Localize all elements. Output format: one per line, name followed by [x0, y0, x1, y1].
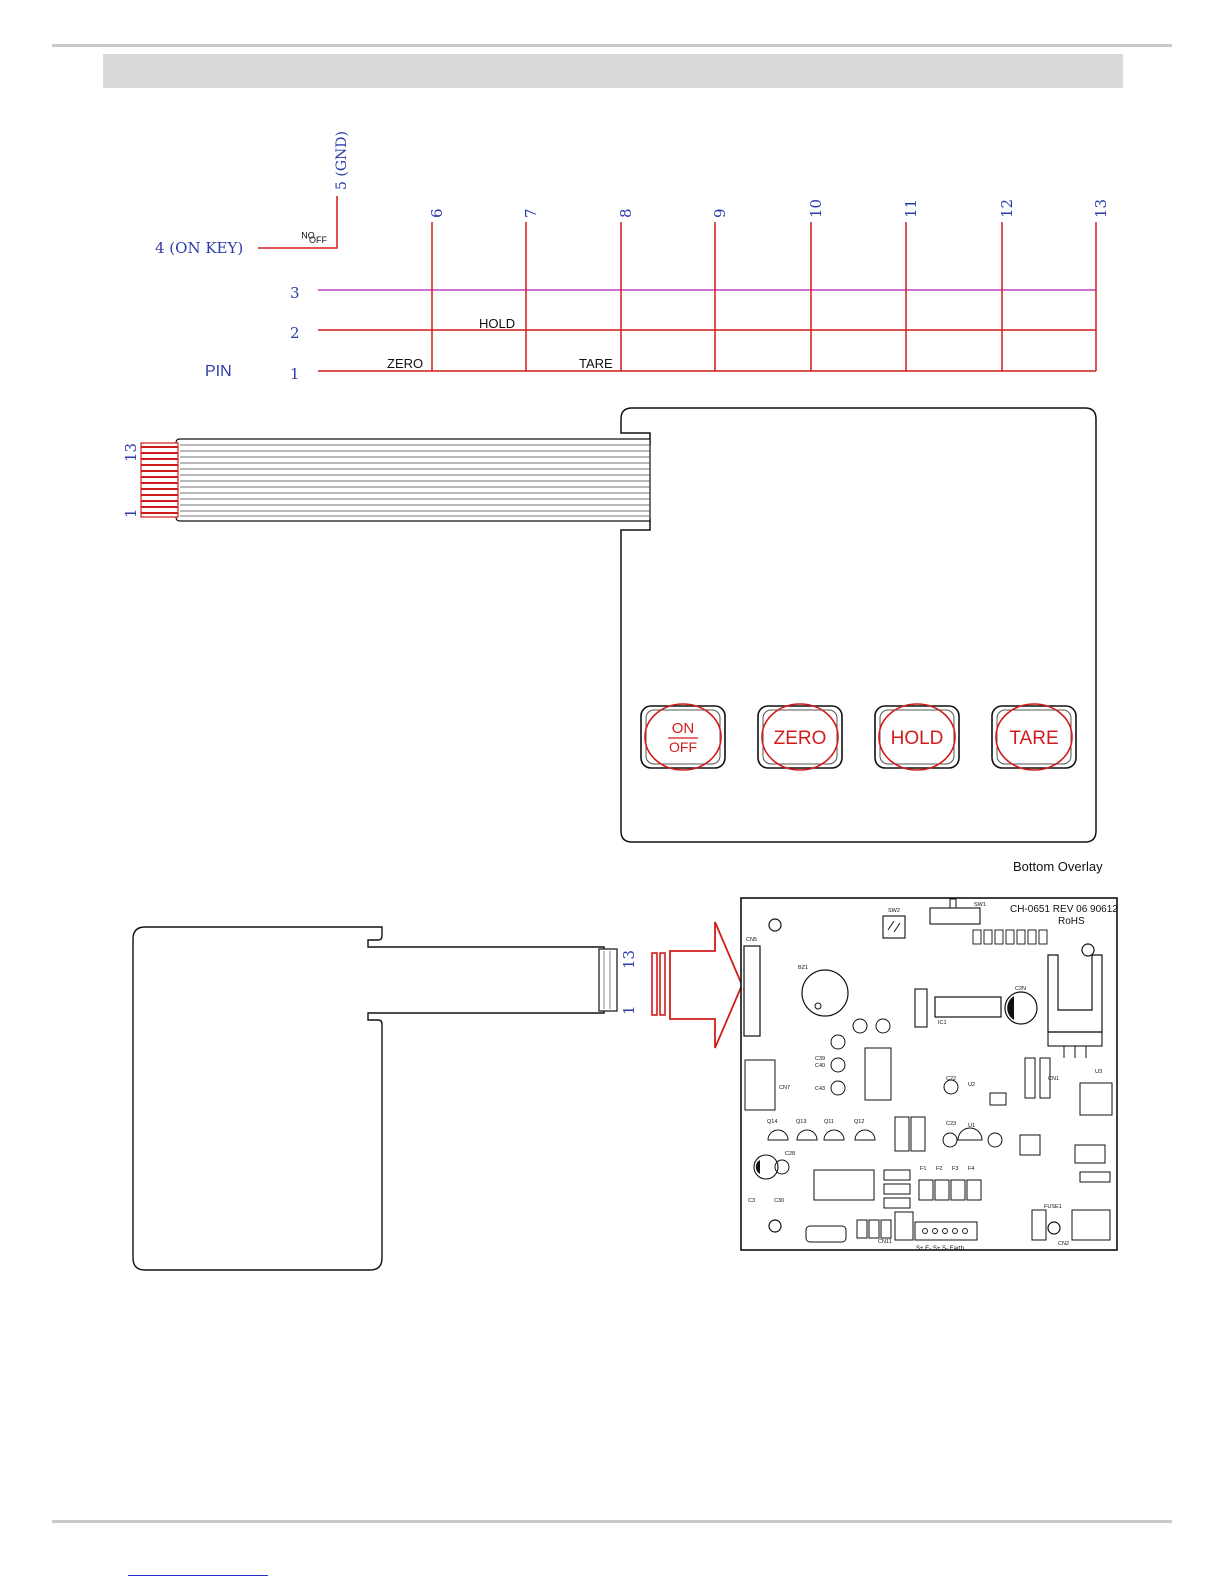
overlay-caption: Bottom Overlay: [1013, 859, 1103, 874]
keypad-button-tare[interactable]: TARE: [992, 704, 1076, 770]
keypad-rear-view: 13 1: [133, 922, 742, 1270]
label-q12: Q12: [854, 1119, 864, 1125]
key-label-tare: TARE: [579, 356, 613, 371]
row-label-2: 2: [290, 324, 300, 342]
row-label-1: 1: [290, 365, 300, 383]
label-cn7: CN7: [779, 1085, 790, 1091]
label-cn2: CN2: [1058, 1241, 1069, 1247]
label-bz1: BZ1: [798, 965, 808, 971]
switch-off-text: OFF: [309, 235, 327, 245]
button-on-text: ON: [672, 720, 695, 737]
row-label-3: 3: [290, 284, 300, 302]
label-cn11: CN11: [878, 1239, 892, 1245]
label-cn1: CN1: [1048, 1076, 1059, 1082]
label-cn5: CN5: [746, 937, 757, 943]
label-c2n: C2N: [1015, 986, 1026, 992]
label-sw1: SW1: [974, 902, 986, 908]
label-fuse1: FUSE1: [1044, 1204, 1062, 1210]
button-off-text: OFF: [669, 739, 697, 755]
label-f2: F2: [936, 1166, 942, 1172]
tail-label-1: 1: [122, 508, 140, 518]
col-label-10: 10: [807, 199, 825, 218]
col-label-11: 11: [902, 199, 920, 218]
key-label-zero: ZERO: [387, 356, 423, 371]
tail-label-13: 13: [122, 443, 140, 462]
keypad-body: [621, 408, 1096, 842]
label-c28: C28: [785, 1151, 795, 1157]
keypad-button-hold[interactable]: HOLD: [875, 704, 959, 770]
label-q14: Q14: [767, 1119, 777, 1125]
pin-title: PIN: [205, 363, 232, 380]
label-u1: U1: [968, 1123, 975, 1129]
tail-contacts: [141, 443, 178, 517]
keypad-button-on-off[interactable]: ON OFF: [641, 704, 725, 770]
col-label-8: 8: [617, 208, 635, 218]
keypad-button-zero[interactable]: ZERO: [758, 704, 842, 770]
label-c40: C40: [815, 1063, 825, 1069]
terminal-label: S+ E- S+ S- Earth: [916, 1246, 964, 1252]
col-label-6: 6: [428, 208, 446, 218]
label-f3: F3: [952, 1166, 958, 1172]
rear-tail-connector: [599, 949, 617, 1011]
pcb-board: CH-0651 REV 06 90612 RoHS: [741, 898, 1118, 1252]
label-u2: U2: [968, 1082, 975, 1088]
key-matrix-schematic: 6 7 8 9 10 11 12 13 3 2 1 PIN ZERO HOLD …: [155, 131, 1110, 383]
label-c30: C30: [774, 1198, 784, 1204]
pcb-connector-cn5: [744, 946, 760, 1036]
col-label-9: 9: [711, 208, 729, 218]
label-sw2: SW2: [888, 908, 900, 914]
insert-arrow-icon: [670, 922, 742, 1048]
label-c3: C3: [748, 1198, 755, 1204]
on-key-label: 4 (ON KEY): [155, 239, 243, 257]
label-c22: C22: [946, 1076, 956, 1082]
pcb-board-id: CH-0651 REV 06 90612: [1010, 904, 1118, 915]
connector-label-13: 13: [620, 950, 638, 969]
col-label-12: 12: [998, 199, 1016, 218]
button-zero-text: ZERO: [774, 728, 827, 749]
keypad-overlay: 13 1 ON OFF ZERO HOLD TARE: [122, 408, 1103, 874]
pcb-rohs: RoHS: [1058, 916, 1085, 927]
label-f1: F1: [920, 1166, 926, 1172]
key-label-hold: HOLD: [479, 316, 515, 331]
col-label-7: 7: [522, 208, 540, 218]
label-ic1: IC1: [938, 1020, 947, 1026]
label-c43: C43: [815, 1086, 825, 1092]
rear-keypad-body: [133, 927, 604, 1270]
label-c23: C23: [946, 1121, 956, 1127]
label-q11: Q11: [824, 1119, 834, 1125]
button-tare-text: TARE: [1009, 728, 1058, 749]
label-q13: Q13: [796, 1119, 806, 1125]
button-hold-text: HOLD: [891, 728, 944, 749]
label-u3: U3: [1095, 1069, 1102, 1075]
col-label-13: 13: [1092, 199, 1110, 218]
connector-label-1: 1: [620, 1005, 638, 1015]
label-c39: C39: [815, 1056, 825, 1062]
pcb-outline: [741, 898, 1117, 1250]
gnd-label: 5 (GND): [334, 131, 350, 190]
label-f4: F4: [968, 1166, 974, 1172]
plug-strip: [652, 953, 665, 1015]
